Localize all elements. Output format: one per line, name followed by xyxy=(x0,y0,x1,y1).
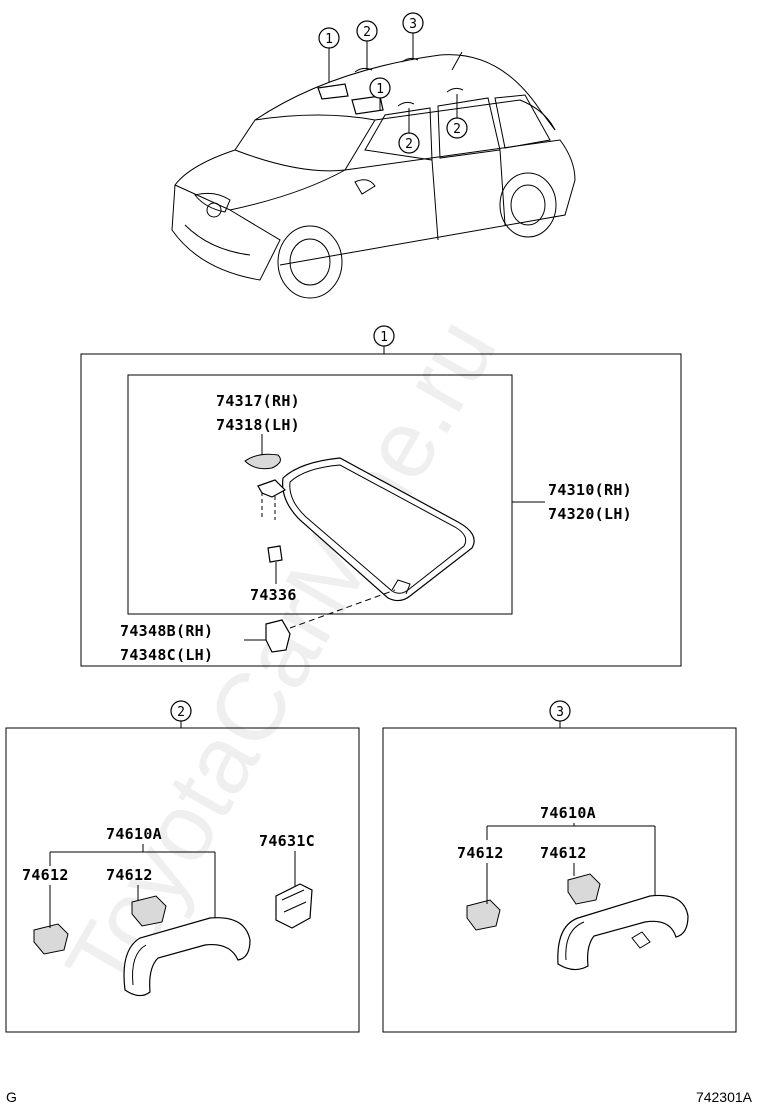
part-74310-label: 74310(RH) xyxy=(548,481,632,499)
figure-code: 742301A xyxy=(696,1089,753,1105)
callout-2b-circle xyxy=(398,132,420,154)
part-74320-label: 74320(LH) xyxy=(548,505,632,523)
part-74631c-label: 74631C xyxy=(259,832,315,850)
car-callouts: 1 2 3 1 2 2 xyxy=(318,12,468,154)
callout-2c-label: 2 xyxy=(453,122,461,137)
grip-cover-left-shape xyxy=(33,923,69,955)
callout-1-label: 1 xyxy=(325,32,333,47)
callout-2b-label: 2 xyxy=(405,137,413,152)
callout-2-label: 2 xyxy=(363,25,371,40)
part-74348b-label: 74348B(RH) xyxy=(120,622,213,640)
part-74610a-label: 74610A xyxy=(106,825,162,843)
callout-3-label: 3 xyxy=(409,17,417,32)
callout-1b-circle xyxy=(369,77,391,99)
callout-2c-circle xyxy=(446,117,468,139)
callout-3-circle xyxy=(402,12,424,34)
part-74612-left-label: 74612 xyxy=(457,844,504,862)
callout-1-circle xyxy=(318,27,340,49)
assist-grip-shape xyxy=(123,917,251,997)
section-3: 3 74610A 74612 74612 xyxy=(382,700,737,1033)
holder-cover-shape xyxy=(244,453,281,470)
visor-hinge-shape xyxy=(257,479,286,498)
part-74612-left-label: 74612 xyxy=(22,866,69,884)
section-3-frame xyxy=(382,727,737,1033)
section-2: 2 74610A 74612 74612 74631C xyxy=(5,700,360,1033)
part-74612-right-label: 74612 xyxy=(540,844,587,862)
part-74610a-label: 74610A xyxy=(540,804,596,822)
section-2-frame xyxy=(5,727,360,1033)
grip-cover-left-shape xyxy=(466,899,501,931)
grip-cover-right-shape xyxy=(131,895,167,927)
assist-grip-shape xyxy=(557,894,689,971)
section-1-inner-frame xyxy=(127,374,513,615)
part-74348c-label: 74348C(LH) xyxy=(120,646,213,664)
callout-1b-label: 1 xyxy=(376,82,384,97)
clip-74336-shape xyxy=(267,545,283,563)
section-2-callout-label: 2 xyxy=(177,705,185,720)
clip-74631c-shape xyxy=(275,883,313,929)
part-74612-right-label: 74612 xyxy=(106,866,153,884)
section-1-callout-label: 1 xyxy=(380,330,388,345)
footer-left-code: G xyxy=(6,1089,17,1105)
callout-2-circle xyxy=(356,20,378,42)
section-3-callout-label: 3 xyxy=(556,705,564,720)
section-1-outer-frame xyxy=(80,353,682,667)
part-74336-label: 74336 xyxy=(250,586,297,604)
section-1: 1 74317(RH) 74318(LH) 74310(RH) 74320(LH… xyxy=(80,325,682,667)
sun-visor-shape xyxy=(282,457,475,602)
car-illustration xyxy=(171,51,576,299)
part-74317-label: 74317(RH) xyxy=(216,392,300,410)
grip-cover-right-shape xyxy=(567,873,601,905)
part-74318-label: 74318(LH) xyxy=(216,416,300,434)
